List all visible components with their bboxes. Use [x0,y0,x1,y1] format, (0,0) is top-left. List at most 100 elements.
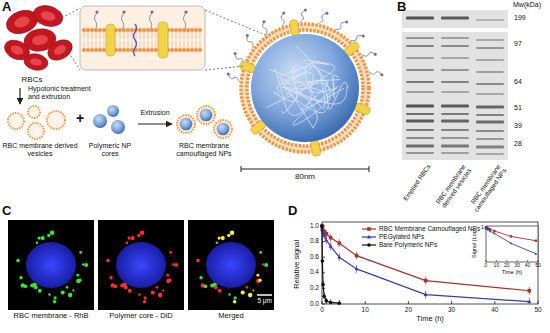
lipid-tail [192,41,193,49]
glycan-end [263,20,266,23]
fluorescent-dot [41,236,45,240]
lipid-head [126,48,130,52]
fluorescent-dot [50,231,54,235]
membrane-inset [80,6,205,70]
data-point [329,236,333,240]
step-label: RBC membrane camouflaged NPs [166,142,242,158]
protein-band [441,129,469,131]
helix-protein [134,24,137,56]
fluorescent-dot [210,283,214,287]
cell-center [9,44,24,57]
lipid-tail [140,41,141,49]
fluorescent-dot [248,293,252,297]
zoom-line [62,42,80,70]
fluorescent-dot [196,259,200,263]
fluorescent-dot [84,263,88,267]
lipid-head [138,28,142,32]
membrane-protein [158,22,168,58]
lane-label: Emptied RBCs [390,163,432,218]
fluorescent-dot [217,237,220,240]
protein-band [406,152,434,154]
membrane-protein [310,140,321,157]
polymer-chain [278,66,340,85]
fluorescent-dot [126,241,129,244]
lipid-tail [172,31,173,39]
membrane-vesicle [47,111,65,129]
lipid-heads [247,30,363,146]
lipid-tail [132,41,133,49]
fluorescent-dot [169,251,172,254]
step-label: Polymeric NP cores [81,142,139,158]
fluorescent-dot [47,234,50,237]
fluorescent-dot [264,263,268,267]
fluorescent-dot [66,286,69,289]
data-point [424,292,428,296]
protein-band [441,91,469,93]
lipid-tail [100,31,101,39]
glycan-chain [94,13,97,30]
fluorescent-dot [82,263,84,265]
protein-band [406,57,434,59]
fluorescent-dot [140,231,144,235]
process-arrow [138,123,172,124]
fluorescent-dot [24,284,28,288]
lipid-tail [200,41,201,49]
fluorescent-dot [120,283,124,287]
glycan-chain [247,36,253,48]
lipid-tail [120,31,121,39]
panel-letter: A [2,0,11,15]
marker-weight: 39 [514,122,522,130]
lipid-head [102,48,106,52]
axis-tick: 20 [400,306,416,313]
data-point [321,283,325,287]
fluorescent-dot [204,284,208,288]
lipid-tail [100,41,101,49]
lipid-tail [152,41,153,49]
glycan-end [282,11,285,14]
scale-bar [369,166,370,172]
fluorescent-dot [174,263,178,267]
protein-band [476,93,504,95]
fluorescent-dot [38,289,42,293]
fluorescent-dot [162,289,164,291]
polymer-chain [282,62,330,102]
axis-tick: 0.4 [301,268,319,275]
zoom-line [205,10,268,36]
lipid-head [178,48,182,52]
scale-bar [241,166,242,172]
glycan-chain [263,22,267,35]
legend-text: RBC Membrane Camouflaged NPs [379,225,480,232]
axis-tick: 0 [481,263,491,269]
glycan-chain [369,72,382,75]
protein-band [441,17,469,20]
fluorescent-dot [172,263,174,265]
polymer-core [111,120,125,134]
tick-mark [365,301,366,304]
lipid-tail [84,31,85,39]
fluorescent-dot [19,276,22,279]
fluorescent-dot [151,290,155,294]
protein-band [441,145,469,148]
data-point [424,279,428,283]
fluorescence-image [188,220,274,310]
membrane-vesicle [28,106,40,118]
glycan-end [325,12,328,15]
lipid-head [118,48,122,52]
membrane-vesicle [8,113,24,129]
tick-mark [527,260,528,262]
lipid-tail [188,41,189,49]
lipid-tail [116,31,117,39]
red-blood-cell [23,52,49,72]
data-point [337,301,341,305]
marker-weight: 97 [514,40,522,48]
lipid-head [198,28,202,32]
polymer-chain [293,86,339,125]
data-point [485,227,488,229]
lipid-head [194,28,198,32]
protein-band [476,146,504,149]
lipid-tail [104,31,105,39]
membrane-layer [244,27,366,149]
lipid-head [102,28,106,32]
fluorescent-dot [114,284,118,288]
lipid-head [182,28,186,32]
